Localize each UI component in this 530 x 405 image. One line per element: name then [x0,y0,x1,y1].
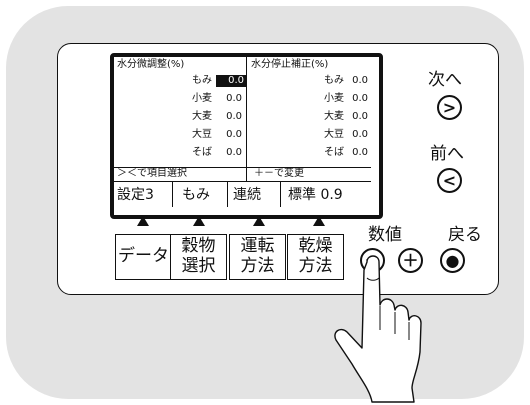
lcd-center-divider [246,57,247,181]
status-grain: もみ [182,187,210,203]
status-dry-mode: 標準 0.9 [288,187,343,203]
grain-select-button[interactable]: 穀物 選択 [170,234,227,280]
left-row-label: そば [192,147,212,158]
lcd-screen: 水分微調整(%) 水分停止補正(%) もみ 0.0 小麦 0.0 大麦 0.0 … [110,53,383,219]
left-row-value: 0.0 [226,147,242,158]
run-method-label-line1: 運転 [240,236,275,256]
pointer-triangle [313,216,325,226]
left-row-value-selected: 0.0 [216,75,246,87]
right-row-value: 0.0 [352,129,368,140]
status-setting: 設定3 [117,187,154,203]
right-row-value: 0.0 [352,93,368,104]
left-row-label: 大麦 [192,111,212,122]
status-run-mode: 連続 [233,187,261,203]
left-row-label: 大豆 [192,129,212,140]
pressing-hand-icon [334,255,422,403]
back-button[interactable]: ● [440,248,465,273]
hint-change-value: ＋－で変更 [254,168,304,179]
data-button-label: データ [118,246,169,266]
run-method-label-line2: 方法 [240,256,275,276]
right-row-label: 大麦 [324,111,344,122]
grain-select-label-line1: 穀物 [181,236,216,256]
right-row-value: 0.0 [352,147,368,158]
left-table-title: 水分微調整(%) [117,59,185,70]
left-row-label: 小麦 [192,93,212,104]
right-row-label: 大豆 [324,129,344,140]
dry-method-label-line1: 乾燥 [298,236,333,256]
grain-select-label-line2: 選択 [181,256,216,276]
pointer-triangle [193,216,205,226]
run-method-button[interactable]: 運転 方法 [229,234,286,280]
right-row-label: 小麦 [324,93,344,104]
right-row-value: 0.0 [352,111,368,122]
status-divider [227,181,228,207]
data-button[interactable]: データ [115,234,172,280]
lcd-hint-divider [114,167,371,168]
left-row-value: 0.0 [226,111,242,122]
dry-method-button[interactable]: 乾燥 方法 [287,234,344,280]
right-row-label: そば [324,147,344,158]
next-label: 次へ [428,70,462,90]
left-row-label: もみ [192,75,212,86]
back-label: 戻る [448,225,482,245]
chevron-right-icon: > [442,98,457,117]
prev-button[interactable]: < [437,168,462,193]
right-row-label: もみ [324,75,344,86]
record-dot-icon: ● [445,251,460,270]
lcd-status-divider [114,181,371,182]
plus-button[interactable]: ＋ [398,248,423,273]
right-table-title: 水分停止補正(%) [251,59,329,70]
status-divider [172,181,173,207]
status-divider [280,181,281,207]
right-row-value: 0.0 [352,75,368,86]
value-label: 数値 [368,225,402,245]
dry-method-label-line2: 方法 [298,256,333,276]
pointer-triangle [253,216,265,226]
next-button[interactable]: > [437,95,462,120]
left-row-value: 0.0 [226,93,242,104]
pointer-triangle [137,216,149,226]
plus-icon: ＋ [402,251,419,270]
prev-label: 前へ [430,144,464,164]
hint-select-item: ＞＜で項目選択 [117,168,187,179]
chevron-left-icon: < [442,171,457,190]
left-row-value: 0.0 [226,129,242,140]
